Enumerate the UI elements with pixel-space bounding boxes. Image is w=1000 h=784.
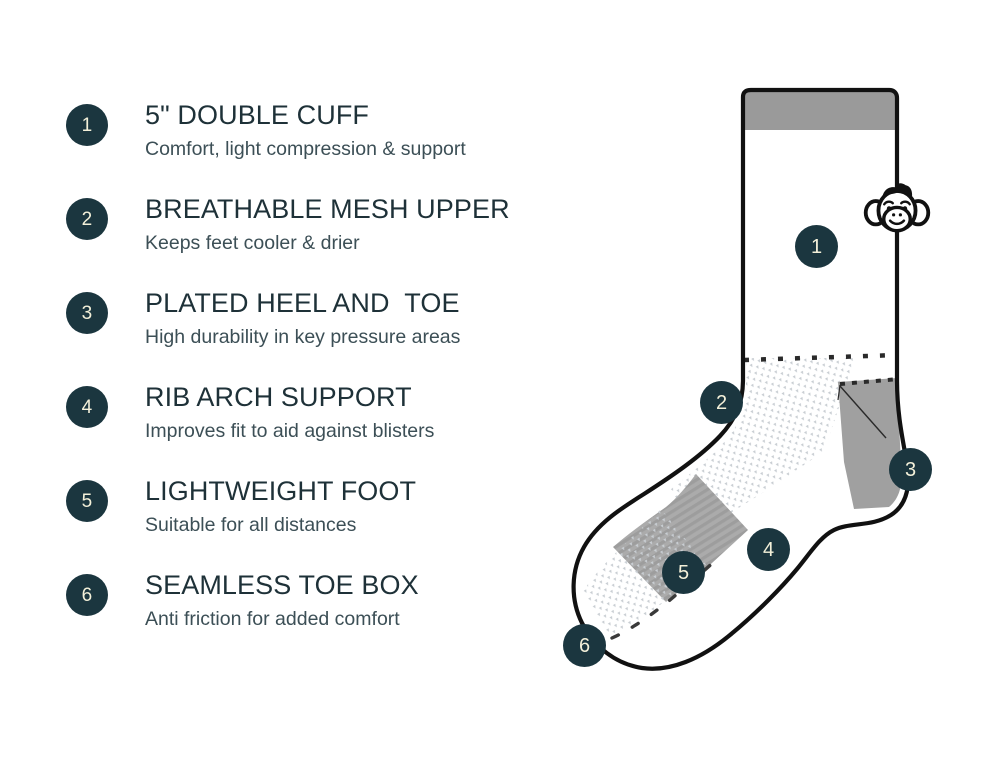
feature-subtitle-6: Anti friction for added comfort [145,607,400,630]
feature-subtitle-4: Improves fit to aid against blisters [145,419,435,442]
feature-title-5: LIGHTWEIGHT FOOT [145,476,417,506]
feature-badge-4: 4 [66,386,108,428]
feature-text-1: 5" DOUBLE CUFF Comfort, light compressio… [145,100,466,161]
feature-title-4: RIB ARCH SUPPORT [145,382,412,412]
toe-mesh-region [583,509,708,635]
feature-text-5: LIGHTWEIGHT FOOT Suitable for all distan… [145,476,416,537]
feature-title-6: SEAMLESS TOE BOX [145,570,419,600]
callout-badge-4: 4 [747,528,790,571]
feature-text-2: BREATHABLE MESH UPPER Keeps feet cooler … [145,194,510,255]
feature-text-3: PLATED HEEL AND TOE High durability in k… [145,288,460,349]
feature-badge-6: 6 [66,574,108,616]
feature-title-2: BREATHABLE MESH UPPER [145,194,510,224]
feature-subtitle-1: Comfort, light compression & support [145,137,466,160]
callout-badge-3: 3 [889,448,932,491]
list-item: 3 PLATED HEEL AND TOE High durability in… [66,288,586,386]
list-item: 6 SEAMLESS TOE BOX Anti friction for add… [66,570,586,668]
feature-badge-5: 5 [66,480,108,522]
feature-subtitle-2: Keeps feet cooler & drier [145,231,360,254]
feature-badge-1: 1 [66,104,108,146]
sock-outline [571,87,911,671]
list-item: 2 BREATHABLE MESH UPPER Keeps feet coole… [66,194,586,292]
feature-badge-3: 3 [66,292,108,334]
list-item: 1 5" DOUBLE CUFF Comfort, light compress… [66,100,586,198]
feature-title-1: 5" DOUBLE CUFF [145,100,370,130]
feature-text-4: RIB ARCH SUPPORT Improves fit to aid aga… [145,382,434,443]
cuff-region [738,90,902,130]
sock-diagram [520,60,980,700]
feature-badge-2: 2 [66,198,108,240]
feature-list: 1 5" DOUBLE CUFF Comfort, light compress… [66,100,586,668]
feature-title-3: PLATED HEEL AND TOE [145,288,460,318]
feature-subtitle-3: High durability in key pressure areas [145,325,461,348]
monkey-face-logo [863,183,931,233]
list-item: 5 LIGHTWEIGHT FOOT Suitable for all dist… [66,476,586,574]
callout-badge-5: 5 [662,551,705,594]
plated-heel-region [837,377,902,509]
mesh-upper-region [670,358,855,532]
feature-text-6: SEAMLESS TOE BOX Anti friction for added… [145,570,419,631]
callout-badge-1: 1 [795,225,838,268]
callout-badge-2: 2 [700,381,743,424]
list-item: 4 RIB ARCH SUPPORT Improves fit to aid a… [66,382,586,480]
callout-badge-6: 6 [563,624,606,667]
sock-body [573,90,909,669]
feature-subtitle-5: Suitable for all distances [145,513,357,536]
